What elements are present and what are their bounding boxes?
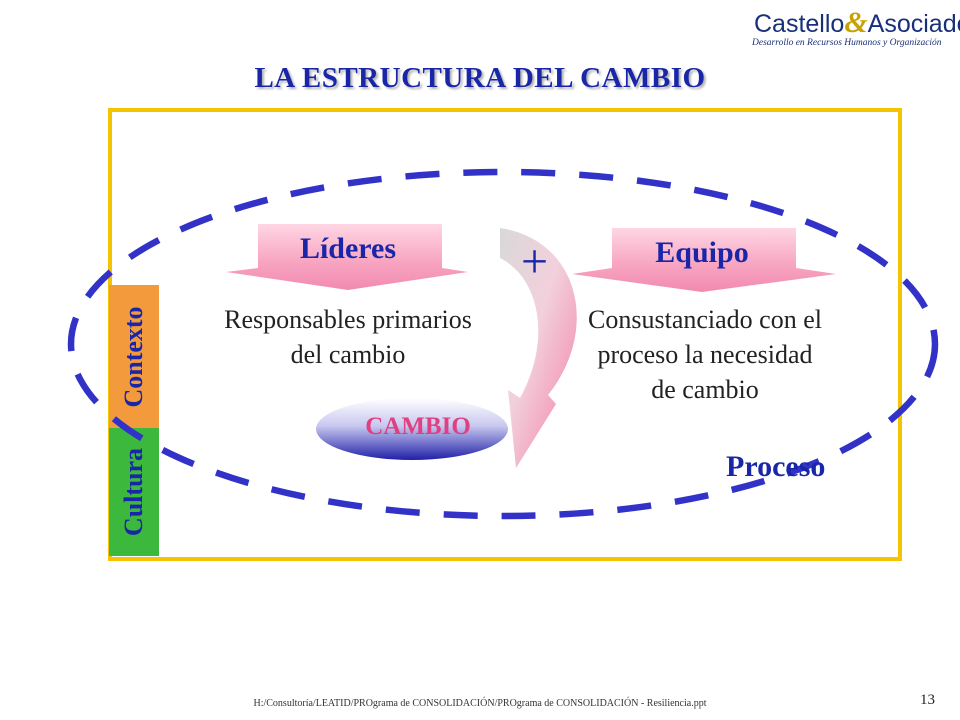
equipo-label: Equipo [655,236,749,269]
footer-file-path: H:/Consultoría/LEATID/PROgrama de CONSOL… [253,698,707,709]
proceso-label: Proceso [726,450,826,483]
equipo-arrow [572,228,836,292]
lideres-description: Responsables primarios del cambio [188,302,508,372]
logo-ampersand: & [844,6,868,39]
lideres-description-line: del cambio [290,340,406,369]
equipo-description-line: de cambio [651,375,759,404]
equipo-description-line: proceso la necesidad [597,340,813,369]
contexto-box: Contexto [109,285,159,428]
plus-symbol: + [521,235,549,288]
logo-tagline: Desarrollo en Recursos Humanos y Organiz… [752,38,942,48]
equipo-description: Consustanciado con el proceso la necesid… [555,302,855,407]
lideres-description-line: Responsables primarios [224,305,472,334]
logo-brand: Castello&Asociados [754,6,960,40]
slide-title: LA ESTRUCTURA DEL CAMBIO [254,62,706,94]
logo-brand-left: Castello [754,10,845,38]
process-dashed-ellipse [67,168,939,520]
lideres-arrow-shape [226,224,468,290]
lideres-label: Líderes [299,232,397,265]
company-logo: Castello&Asociados Desarrollo en Recurso… [748,6,960,52]
equipo-arrow-shape [572,228,836,292]
curved-arrow [500,228,577,468]
cambio-ellipse [316,398,508,460]
cultura-box: Cultura [109,428,159,556]
logo-brand-right: Asociados [867,10,960,38]
lideres-arrow [226,224,468,290]
curved-arrow-shape [500,228,577,468]
cambio-label: CAMBIO [365,413,471,440]
page-number: 13 [920,692,935,708]
equipo-description-line: Consustanciado con el [588,305,822,334]
